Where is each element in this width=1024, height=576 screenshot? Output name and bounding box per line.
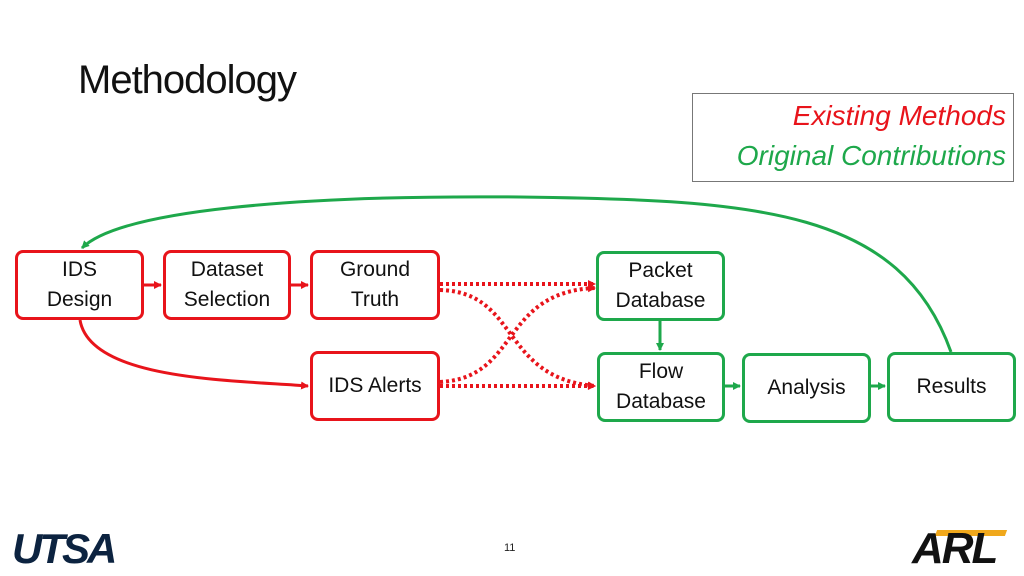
edge-results-to-ids-design (80, 195, 953, 353)
node-dataset-selection: Dataset Selection (163, 250, 291, 320)
node-ids-design: IDS Design (15, 250, 144, 320)
page-number: 11 (504, 542, 516, 554)
node-ground-truth: Ground Truth (310, 250, 440, 320)
legend-original-contributions: Original Contributions (736, 140, 1006, 171)
legend-existing-methods: Existing Methods (792, 100, 1006, 131)
legend: Existing Methods Original Contributions (692, 93, 1014, 182)
utsa-logo: UTSA (12, 525, 117, 572)
page-title: Methodology (78, 58, 297, 102)
node-analysis: Analysis (742, 353, 871, 423)
edge-ids-alerts-to-packet-database (439, 284, 596, 384)
node-packet-database: Packet Database (596, 251, 725, 321)
arl-logo: ARL (912, 524, 998, 573)
node-ids-alerts: IDS Alerts (310, 351, 440, 421)
edge-ground-truth-to-flow-database (439, 288, 596, 390)
node-flow-database: Flow Database (597, 352, 725, 422)
edge-ids-design-to-ids-alerts (78, 319, 309, 390)
node-results: Results (887, 352, 1016, 422)
